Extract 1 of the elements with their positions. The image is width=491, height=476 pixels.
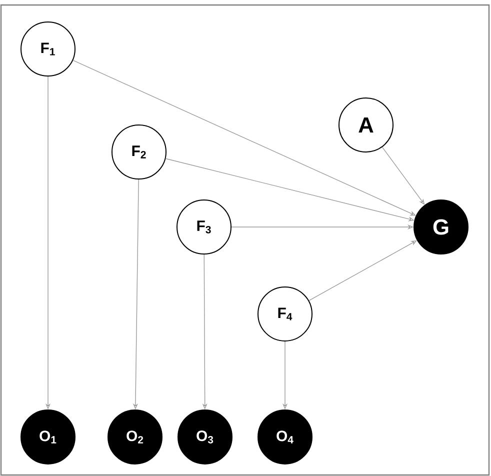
arrow bbox=[308, 240, 417, 301]
